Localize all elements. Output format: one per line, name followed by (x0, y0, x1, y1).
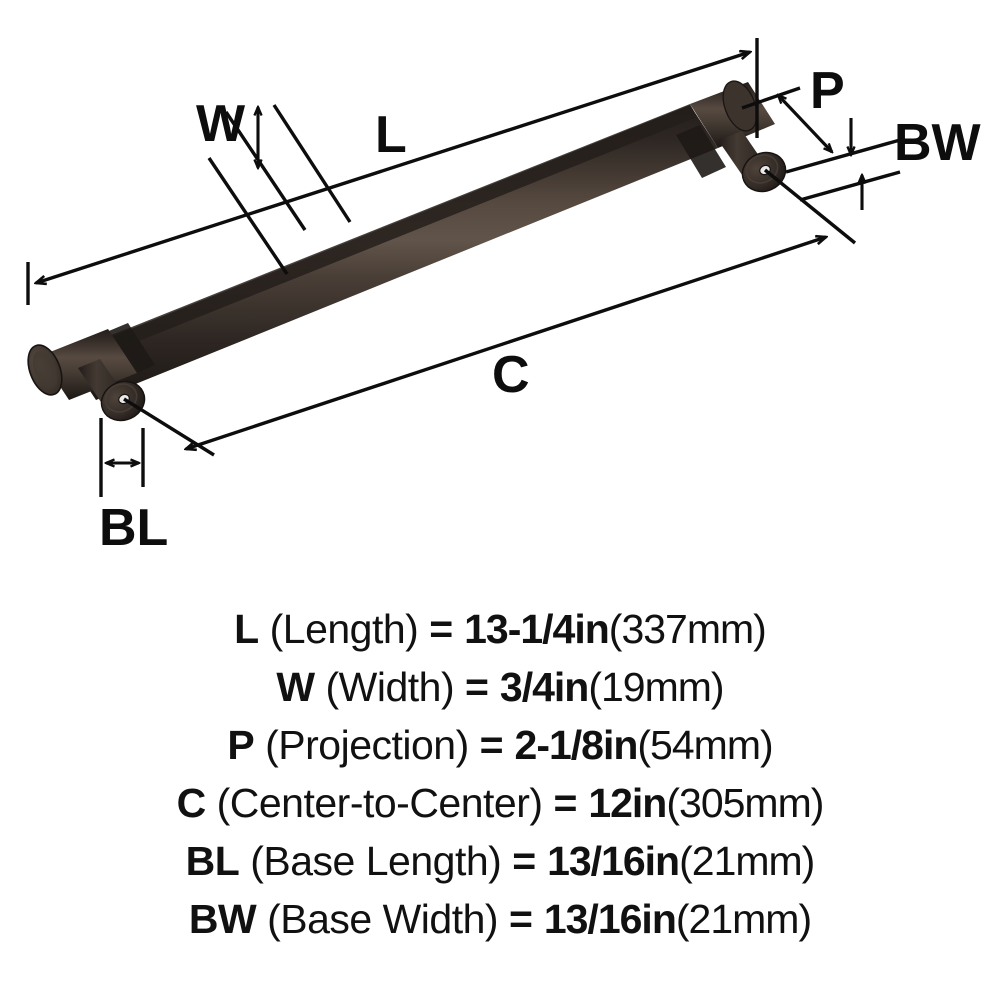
dimension-p-arrow (778, 95, 832, 152)
spec-row-length: L (Length) = 13-1/4in(337mm) (0, 600, 1000, 658)
spec-row-projection: P (Projection) = 2-1/8in(54mm) (0, 716, 1000, 774)
spec-value: 12in (588, 779, 667, 826)
spec-symbol: BL (185, 837, 240, 884)
spec-metric: (21mm) (675, 895, 812, 942)
spec-symbol: W (276, 663, 315, 710)
dimension-c-line (186, 237, 826, 449)
dimension-l-line (36, 52, 750, 283)
dimension-c-leader-right (763, 168, 857, 245)
spec-row-base-width: BW (Base Width) = 13/16in(21mm) (0, 890, 1000, 948)
spec-description: (Center-to-Center) (216, 779, 543, 826)
dimension-bl (99, 418, 145, 497)
spec-metric: (337mm) (608, 605, 767, 652)
spec-value: 13-1/4in (464, 605, 610, 652)
dimension-label-p: P (810, 62, 845, 120)
dimension-p-extension (741, 86, 801, 110)
dimension-bw-extension-lower (799, 170, 901, 202)
specification-list: L (Length) = 13-1/4in(337mm) W (Width) =… (0, 600, 1000, 1000)
spec-description: (Projection) (265, 721, 469, 768)
spec-metric: (305mm) (666, 779, 824, 826)
spec-equals: = (429, 605, 454, 652)
spec-metric: (54mm) (637, 721, 773, 768)
spec-symbol: P (227, 721, 255, 768)
dimension-bw (785, 118, 901, 210)
spec-value: 13/16in (547, 837, 680, 884)
dimension-label-l: L (375, 106, 407, 164)
dimension-w-extension-lower (207, 157, 289, 275)
spec-equals: = (479, 721, 504, 768)
dimension-c (123, 168, 857, 457)
dimension-l-leader (272, 104, 352, 223)
spec-value: 13/16in (543, 895, 677, 942)
spec-metric: (21mm) (679, 837, 815, 884)
dimension-label-c: C (492, 346, 530, 404)
spec-row-center-to-center: C (Center-to-Center) = 12in(305mm) (0, 774, 1000, 832)
spec-row-base-length: BL (Base Length) = 13/16in(21mm) (0, 832, 1000, 890)
spec-metric: (19mm) (588, 663, 724, 710)
spec-equals: = (512, 837, 537, 884)
spec-value: 3/4in (499, 663, 589, 710)
dimension-l (26, 38, 759, 305)
handle-left-end (27, 323, 155, 422)
dimension-p (741, 86, 832, 152)
product-dimension-diagram: W L P BW C BL (26, 38, 982, 557)
dimension-bw-extension-upper (785, 138, 901, 174)
handle-right-end (676, 80, 787, 193)
spec-equals: = (508, 895, 533, 942)
spec-equals: = (553, 779, 578, 826)
spec-symbol: C (176, 779, 207, 826)
spec-description: (Width) (325, 663, 455, 710)
dimension-label-bw: BW (894, 114, 982, 172)
spec-description: (Base Length) (250, 837, 502, 884)
dimension-c-leader-left (123, 397, 215, 457)
spec-symbol: L (234, 605, 259, 652)
spec-description: (Length) (269, 605, 419, 652)
spec-description: (Base Width) (267, 895, 499, 942)
spec-equals: = (465, 663, 489, 710)
spec-symbol: BW (188, 895, 257, 942)
dimension-w-extension-upper (224, 111, 307, 231)
dimension-label-w: W (196, 95, 246, 153)
spec-row-width: W (Width) = 3/4in(19mm) (0, 658, 1000, 716)
spec-value: 2-1/8in (514, 721, 639, 768)
dimension-label-bl: BL (99, 499, 168, 557)
